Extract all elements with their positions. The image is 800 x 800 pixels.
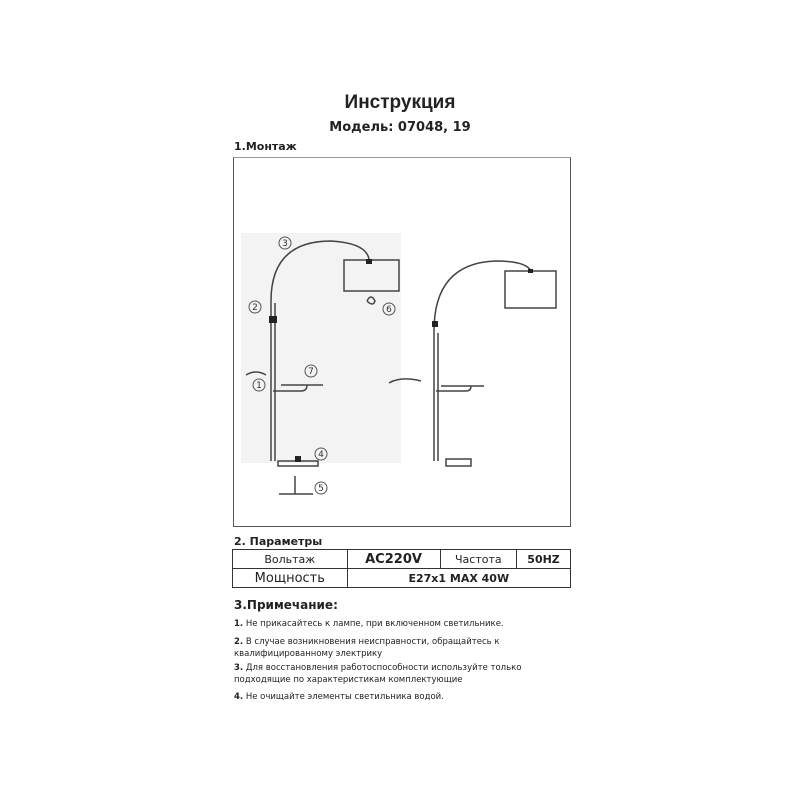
frequency-value: 50HZ (516, 549, 571, 569)
parameters-table: Вольтаж AC220V Частота 50HZ Мощность E27… (232, 549, 572, 588)
note-2: 2. В случае возникновения неисправности,… (234, 637, 500, 659)
note-3: 3. Для восстановления работоспособности … (234, 663, 522, 685)
assembly-diagram: 1 2 3 4 5 6 7 (233, 157, 571, 527)
section-parameters-heading: 2. Параметры (234, 535, 323, 548)
section-assembly-heading: 1.Монтаж (234, 140, 297, 153)
label-6: 6 (386, 305, 392, 315)
label-7: 7 (308, 367, 314, 377)
label-2: 2 (252, 303, 258, 313)
power-label: Мощность (232, 568, 348, 588)
frequency-label: Частота (439, 549, 518, 569)
label-1: 1 (256, 381, 262, 391)
note-4: 4. Не очищайте элементы светильника водо… (234, 692, 444, 702)
label-4: 4 (318, 450, 324, 460)
section-notes-heading: 3.Примечание: (234, 598, 338, 612)
note-1: 1. Не прикасайтесь к лампе, при включенн… (234, 619, 504, 629)
lamp-illustration: 1 2 3 4 5 6 7 (241, 233, 557, 495)
voltage-label: Вольтаж (232, 549, 348, 569)
model-number: Модель: 07048, 19 (329, 120, 471, 135)
page-title: Инструкция (344, 92, 456, 113)
label-5: 5 (318, 484, 324, 494)
power-value: E27x1 MAX 40W (346, 568, 572, 588)
voltage-value: AC220V (346, 549, 441, 569)
label-3: 3 (282, 239, 288, 249)
